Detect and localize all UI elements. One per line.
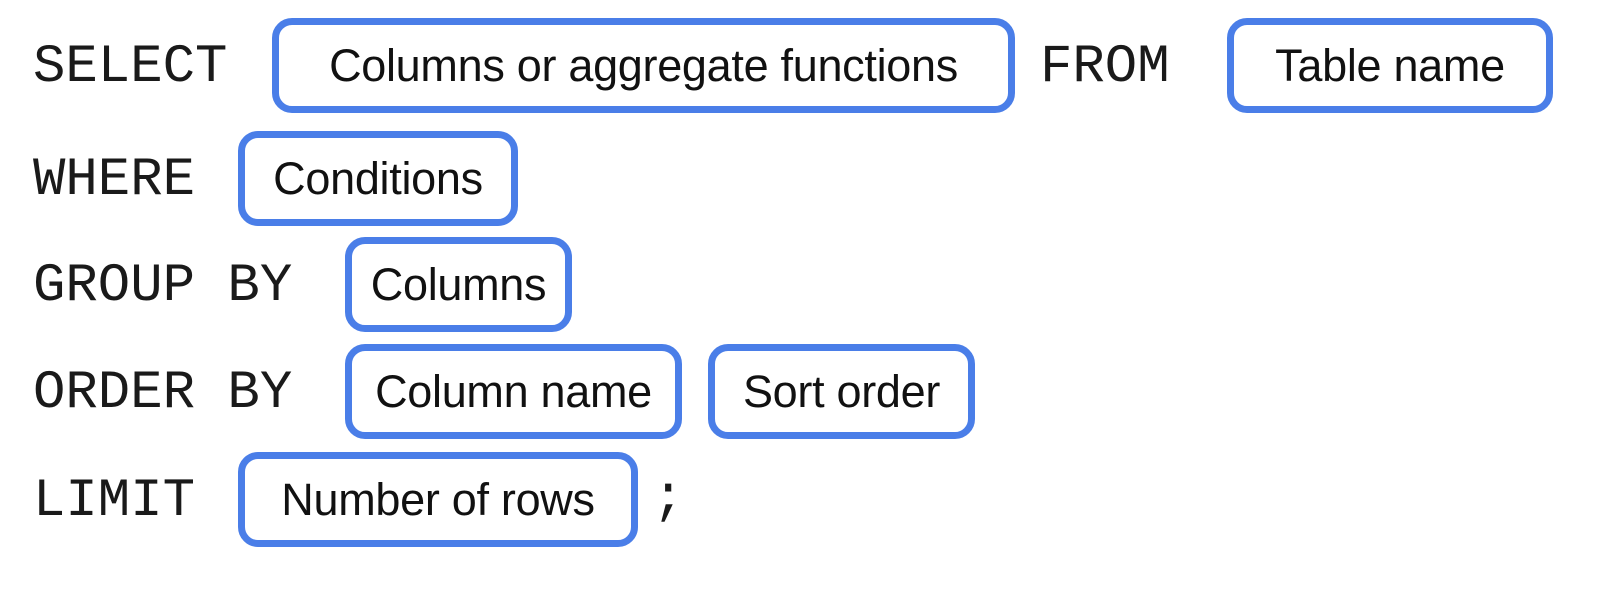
select-keyword: SELECT (33, 37, 228, 98)
group-by-columns-slot-label: Columns (370, 259, 547, 310)
limit-keyword: LIMIT (33, 471, 196, 532)
query-line-select: SELECT Columns or aggregate functions FR… (0, 18, 1600, 113)
group-by-columns-slot[interactable]: Columns (345, 237, 572, 332)
group-by-keyword: GROUP BY (33, 256, 293, 317)
query-line-limit: LIMIT Number of rows ; (0, 452, 1600, 547)
where-conditions-slot-label: Conditions (273, 153, 483, 204)
limit-rows-slot[interactable]: Number of rows (238, 452, 638, 547)
select-columns-slot-label: Columns or aggregate functions (329, 40, 958, 91)
query-line-where: WHERE Conditions (0, 131, 1600, 226)
order-by-sort-slot-label: Sort order (742, 366, 941, 417)
order-by-column-slot[interactable]: Column name (345, 344, 682, 439)
limit-rows-slot-label: Number of rows (281, 474, 595, 525)
order-by-sort-slot[interactable]: Sort order (708, 344, 975, 439)
query-line-order-by: ORDER BY Column name Sort order (0, 344, 1600, 439)
from-table-slot[interactable]: Table name (1227, 18, 1553, 113)
query-line-group-by: GROUP BY Columns (0, 237, 1600, 332)
select-columns-slot[interactable]: Columns or aggregate functions (272, 18, 1015, 113)
order-by-column-slot-label: Column name (375, 366, 652, 417)
from-keyword: FROM (1040, 37, 1170, 98)
where-keyword: WHERE (33, 150, 196, 211)
where-conditions-slot[interactable]: Conditions (238, 131, 518, 226)
order-by-keyword: ORDER BY (33, 363, 293, 424)
statement-terminator-semicolon: ; (652, 468, 685, 529)
from-table-slot-label: Table name (1275, 40, 1505, 91)
